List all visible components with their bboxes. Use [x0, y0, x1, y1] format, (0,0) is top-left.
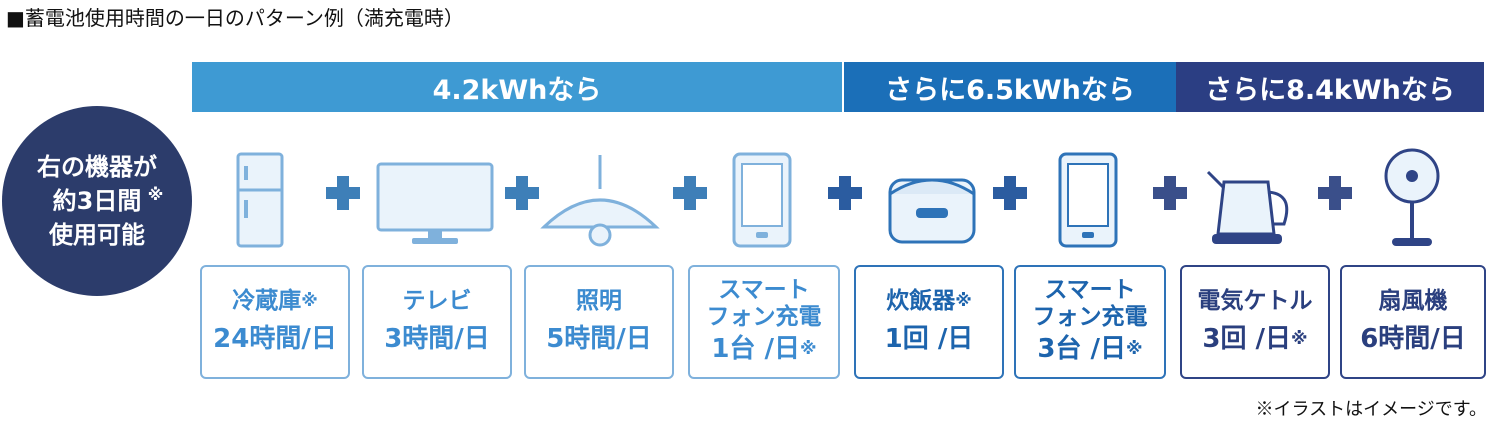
electric-kettle-icon [1204, 140, 1300, 250]
television-icon [374, 140, 496, 250]
usage-amount: 1回 /日 [884, 323, 974, 354]
page-title: ■蓄電池使用時間の一日のパターン例（満充電時） [6, 6, 464, 30]
badge-note-mark: ※ [147, 185, 164, 204]
usage-amount: 3時間/日 [384, 323, 490, 354]
plus-icon [1153, 176, 1187, 210]
rice-cooker-icon [884, 140, 980, 250]
badge-line-1: 右の機器が [37, 153, 157, 181]
usage-amount: 3回 /日※ [1202, 323, 1308, 354]
appliance-card-smartphone-1: スマート フォン充電 1台 /日※ [688, 265, 840, 379]
appliance-name: 扇風機 [1378, 287, 1448, 314]
badge-line-3: 使用可能 [49, 221, 145, 249]
appliance-card-lighting: 照明 5時間/日 [524, 265, 674, 379]
usage-amount: 5時間/日 [546, 323, 652, 354]
usage-amount: 6時間/日 [1360, 323, 1466, 354]
appliance-card-fan: 扇風機 6時間/日 [1340, 265, 1486, 379]
capacity-band-6-5kwh: さらに6.5kWhなら [844, 62, 1176, 112]
capacity-band-4-2kwh: 4.2kWhなら [192, 62, 842, 112]
appliance-name: スマート フォン充電 [706, 277, 822, 330]
illustration-footnote: ※イラストはイメージです。 [1255, 399, 1487, 420]
badge-line-2: 約3日間 ※ [52, 184, 164, 218]
appliance-name: 照明 [576, 287, 622, 314]
appliance-name: 炊飯器※ [886, 287, 972, 314]
appliance-card-tv: テレビ 3時間/日 [362, 265, 512, 379]
capacity-band-8-4kwh: さらに8.4kWhなら [1176, 62, 1484, 112]
badge-line-2-text: 約3日間 [52, 187, 142, 215]
appliance-card-kettle: 電気ケトル 3回 /日※ [1180, 265, 1330, 379]
usage-amount: 24時間/日 [213, 323, 337, 354]
smartphone-icon [730, 140, 794, 250]
plus-icon [828, 176, 862, 210]
usage-duration-badge: 右の機器が 約3日間 ※ 使用可能 [2, 106, 192, 296]
plus-icon [505, 176, 539, 210]
appliance-card-smartphone-2: スマート フォン充電 3台 /日※ [1014, 265, 1166, 379]
pendant-lamp-icon [540, 140, 660, 250]
appliance-name: テレビ [402, 287, 472, 314]
plus-icon [993, 176, 1027, 210]
appliance-card-refrigerator: 冷蔵庫※ 24時間/日 [200, 265, 350, 379]
plus-icon [1318, 176, 1352, 210]
plus-icon [326, 176, 360, 210]
refrigerator-icon [232, 140, 288, 250]
smartphone-icon [1056, 140, 1120, 250]
electric-fan-icon [1380, 140, 1444, 250]
plus-icon [673, 176, 707, 210]
appliance-card-rice-cooker: 炊飯器※ 1回 /日 [854, 265, 1004, 379]
appliance-name: スマート フォン充電 [1032, 277, 1148, 330]
usage-amount: 3台 /日※ [1037, 334, 1143, 364]
appliance-name: 電気ケトル [1197, 287, 1313, 314]
appliance-name: 冷蔵庫※ [232, 287, 318, 314]
usage-amount: 1台 /日※ [711, 334, 817, 364]
